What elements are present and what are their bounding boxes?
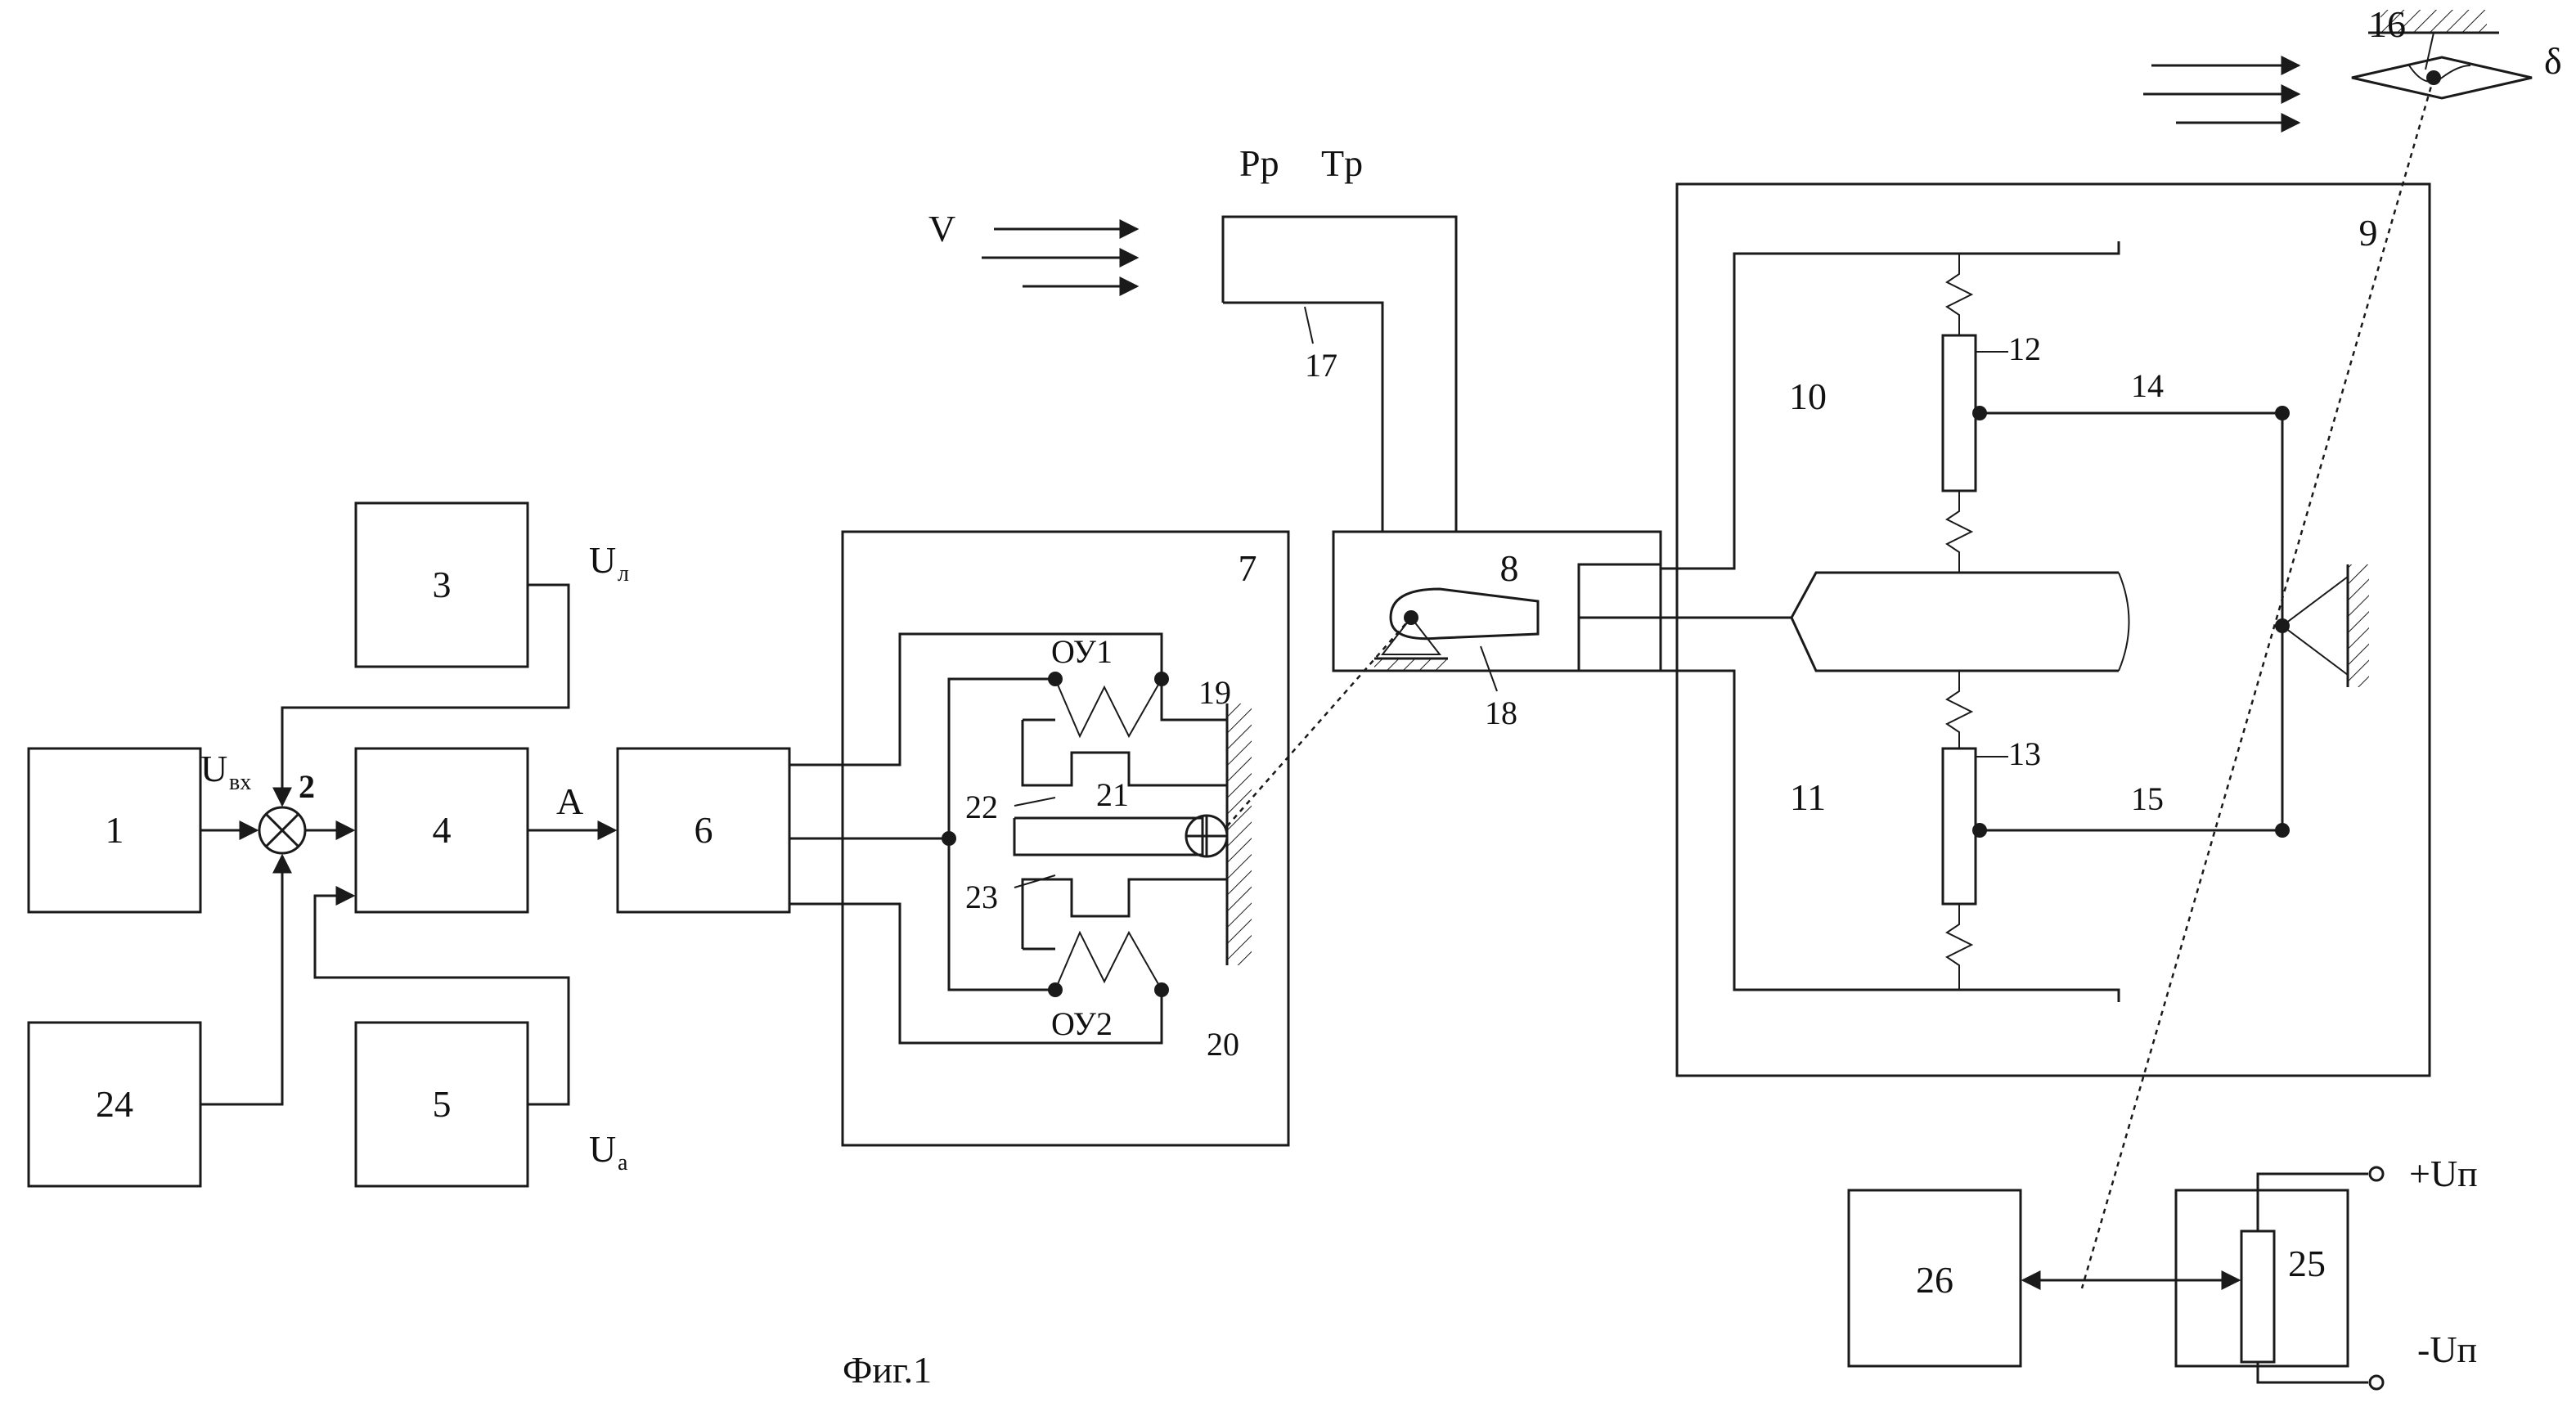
block-24: 24 (29, 1023, 200, 1186)
svg-text:л: л (618, 561, 629, 587)
block-6: 6 (618, 748, 789, 912)
vane-16: 16 δ (2143, 3, 2562, 123)
block-8: 8 18 (1333, 532, 1661, 731)
svg-text:10: 10 (1789, 375, 1827, 417)
svg-text:U: U (589, 539, 616, 581)
mechanical-link-16-26 (2082, 78, 2434, 1288)
svg-text:11: 11 (1790, 776, 1826, 818)
block-9: 9 10 11 12 14 13 15 (1579, 184, 2430, 1076)
svg-text:Tp: Tp (1321, 142, 1363, 184)
svg-text:9: 9 (2359, 212, 2378, 254)
svg-text:14: 14 (2131, 367, 2164, 404)
svg-text:5: 5 (433, 1083, 452, 1125)
svg-text:-Uп: -Uп (2417, 1328, 2477, 1370)
figure-caption: Фиг.1 (843, 1349, 932, 1391)
svg-text:3: 3 (433, 564, 452, 605)
svg-text:25: 25 (2288, 1243, 2326, 1284)
svg-text:Pp: Pp (1239, 142, 1279, 184)
svg-text:1: 1 (106, 809, 124, 851)
probe-17: Pp Tp 17 (1223, 142, 1456, 532)
svg-text:ОУ2: ОУ2 (1051, 1005, 1113, 1042)
block-1: 1 (29, 748, 200, 912)
mechanical-link-7-8 (1227, 618, 1411, 826)
svg-text:18: 18 (1485, 695, 1517, 731)
svg-text:V: V (928, 208, 955, 249)
svg-text:4: 4 (433, 809, 452, 851)
svg-text:а: а (618, 1150, 628, 1176)
signal-u-l: U л (589, 539, 629, 587)
svg-text:U: U (200, 748, 227, 789)
svg-text:2: 2 (299, 768, 315, 805)
svg-text:+Uп: +Uп (2409, 1153, 2478, 1194)
block-4: 4 (356, 748, 528, 912)
block-25: 25 +Uп -Uп (2176, 1153, 2478, 1389)
svg-text:8: 8 (1500, 547, 1519, 589)
block-3: 3 (356, 503, 528, 667)
svg-text:26: 26 (1916, 1259, 1953, 1301)
svg-text:24: 24 (96, 1083, 133, 1125)
svg-text:15: 15 (2131, 780, 2164, 817)
svg-text:δ: δ (2544, 40, 2562, 82)
block-5: 5 (356, 1023, 528, 1186)
signal-a: A (556, 780, 583, 822)
svg-text:17: 17 (1305, 347, 1337, 384)
svg-text:23: 23 (965, 879, 998, 915)
svg-text:16: 16 (2368, 3, 2406, 45)
summator-2: 2 (259, 768, 315, 853)
svg-text:22: 22 (965, 789, 998, 825)
svg-text:19: 19 (1198, 674, 1231, 711)
block-26: 26 (1849, 1190, 2021, 1366)
svg-text:7: 7 (1239, 547, 1257, 589)
svg-text:20: 20 (1207, 1026, 1239, 1063)
svg-text:U: U (589, 1128, 616, 1170)
svg-text:21: 21 (1096, 776, 1129, 813)
airflow-v: V (928, 208, 1137, 286)
svg-text:13: 13 (2008, 735, 2041, 772)
left-chain-wires (200, 585, 615, 1104)
signal-u-a: U а (589, 1128, 628, 1176)
svg-text:вх: вх (229, 770, 251, 795)
block-7: 7 ОУ1 ОУ2 19 20 21 22 (789, 532, 1288, 1145)
svg-text:6: 6 (695, 809, 713, 851)
svg-text:12: 12 (2008, 330, 2041, 367)
signal-u-in: U вх (200, 748, 251, 795)
svg-text:ОУ1: ОУ1 (1051, 633, 1113, 670)
